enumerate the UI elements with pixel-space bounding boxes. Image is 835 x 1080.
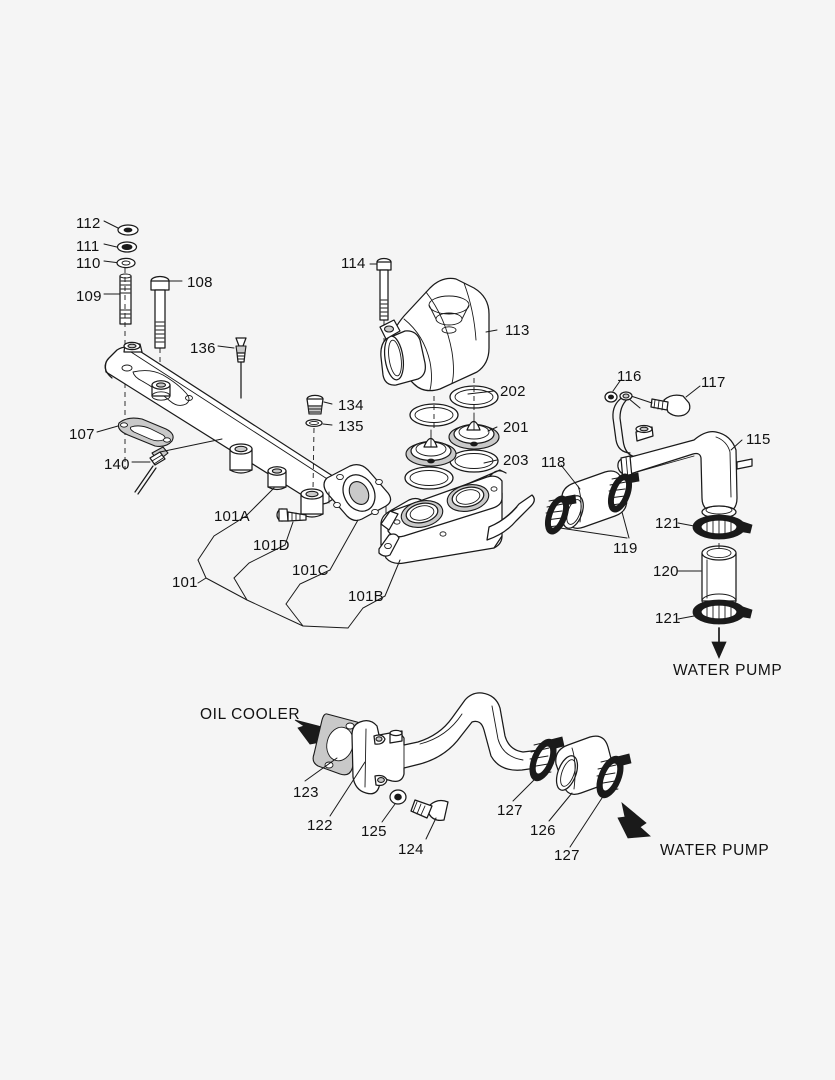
part-134-plug xyxy=(306,394,324,415)
part-111-lock-washer xyxy=(116,241,138,253)
callout-101C: 101C xyxy=(292,562,329,579)
callout-123: 123 xyxy=(293,784,319,801)
callout-118: 118 xyxy=(541,454,566,471)
leader-lines-thermostats xyxy=(467,390,498,464)
part-127-hose-clamp-a xyxy=(512,736,565,802)
callout-127-a: 127 xyxy=(497,802,523,819)
part-135-o-ring xyxy=(305,418,323,428)
callout-107: 107 xyxy=(69,426,95,443)
callout-101A: 101A xyxy=(214,508,250,525)
callout-136: 136 xyxy=(190,340,216,357)
callout-109: 109 xyxy=(76,288,102,305)
oil-cooler-label: OIL COOLER xyxy=(200,706,301,723)
part-119-hose-clamp-b xyxy=(607,472,640,513)
callout-111: 111 xyxy=(76,238,100,255)
callout-101B: 101B xyxy=(348,588,384,605)
callout-108: 108 xyxy=(187,274,213,291)
callout-115: 115 xyxy=(746,431,771,448)
callout-134: 134 xyxy=(338,397,364,414)
callout-135: 135 xyxy=(338,418,364,435)
water-pump-arrow-bottom xyxy=(617,801,651,839)
callout-201: 201 xyxy=(503,419,529,436)
callout-202: 202 xyxy=(500,383,526,400)
callout-101: 101 xyxy=(172,574,198,591)
part-116-washer xyxy=(604,380,621,403)
part-112-washer xyxy=(117,224,139,236)
callout-140: 140 xyxy=(104,456,130,473)
part-122-oil-cooler-pipe xyxy=(329,692,544,817)
axis-134 xyxy=(312,427,315,491)
callout-112: 112 xyxy=(76,215,101,232)
water-pump-arrow-right xyxy=(711,627,727,659)
part-127-hose-clamp-b xyxy=(569,753,632,848)
part-110-washer xyxy=(116,257,136,269)
pipe-bracket xyxy=(612,391,654,458)
callout-114: 114 xyxy=(341,255,366,272)
callout-127-b: 127 xyxy=(554,847,580,864)
part-121-hose-clamp-lower xyxy=(677,599,753,625)
part-120-hose xyxy=(677,545,737,609)
water-pump-label-right: WATER PUMP xyxy=(673,662,783,679)
part-101D-bolt xyxy=(276,508,307,522)
part-107-gasket xyxy=(117,417,174,447)
part-121-hose-clamp-upper xyxy=(677,514,753,540)
callout-126: 126 xyxy=(530,822,556,839)
part-203-gasket xyxy=(404,466,454,490)
callout-110: 110 xyxy=(76,255,101,272)
callout-122: 122 xyxy=(307,817,333,834)
part-125-washer xyxy=(381,789,407,823)
water-pump-label-bottom: WATER PUMP xyxy=(660,842,770,859)
part-101C-flange-connector xyxy=(323,464,392,522)
callout-203: 203 xyxy=(503,452,529,469)
part-114-bolt xyxy=(369,257,392,321)
part-119-hose-clamp-a xyxy=(544,494,577,535)
callout-119: 119 xyxy=(613,540,638,557)
part-123-gasket xyxy=(304,713,364,782)
callout-121-upper: 121 xyxy=(655,515,681,532)
callout-113: 113 xyxy=(505,322,530,339)
part-117-bolt xyxy=(621,385,701,417)
part-108-bolt xyxy=(150,275,170,349)
part-136-sensor-switch xyxy=(235,337,247,399)
callout-121-lower: 121 xyxy=(655,610,681,627)
part-201-thermostat-b xyxy=(448,412,500,450)
leader-lines-119 xyxy=(559,511,630,539)
callout-125: 125 xyxy=(361,823,387,840)
part-201-thermostat-a xyxy=(405,429,457,467)
callout-124: 124 xyxy=(398,841,424,858)
bracket-101-group xyxy=(197,487,401,629)
callout-101D: 101D xyxy=(253,537,290,554)
part-101B-thermostat-housing-base xyxy=(378,469,535,565)
callout-116: 116 xyxy=(617,368,642,385)
callout-120: 120 xyxy=(653,563,679,580)
callout-117: 117 xyxy=(701,374,726,391)
leader-lines-134-135 xyxy=(322,401,333,426)
part-113-thermostat-housing-cover xyxy=(379,277,498,392)
part-124-bolt xyxy=(410,799,449,840)
part-140-temperature-sensor xyxy=(134,438,223,495)
part-109-stud xyxy=(119,273,132,325)
